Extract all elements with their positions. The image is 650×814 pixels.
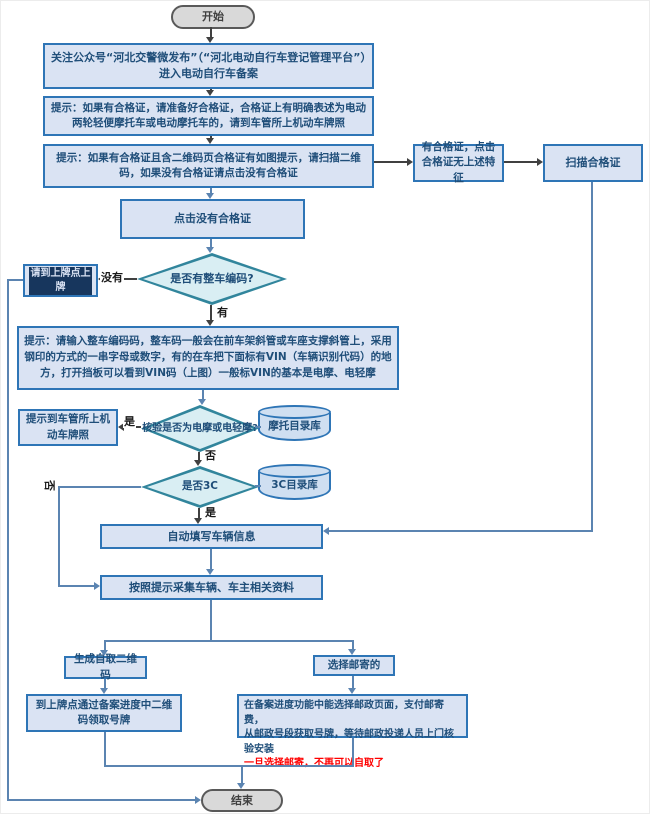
database-moto-catalog: 摩托目录库 (258, 405, 331, 441)
connector-line (374, 161, 407, 163)
arrowhead (206, 138, 214, 144)
database-3c-catalog-label: 3C目录库 (271, 479, 318, 491)
decision-has-vin: 是否有整车编码? (137, 253, 287, 305)
note-vin-tip: 提示：请输入整车编码码，整车码一般会在前车架斜管或车座支撑斜管上，采用钢印的方式… (17, 326, 399, 390)
arrowhead (94, 582, 100, 590)
edge-label-yes-3c: 是 (205, 506, 216, 519)
connector-line (255, 426, 261, 428)
connector-line (104, 641, 106, 651)
step-collect-info: 按照提示采集车辆、车主相关资料 (100, 575, 323, 600)
connector-line (255, 485, 261, 487)
decision-check-moto-label: 核验是否为电摩或电轻摩? (142, 423, 258, 434)
end-node: 结束 (201, 789, 283, 812)
mail-note-line1: 在备案进度功能中能选择邮政页面，支付邮寄费， (244, 700, 444, 726)
connector-line (329, 530, 592, 532)
connector-line (198, 508, 200, 518)
connector-line (210, 136, 212, 139)
connector-line (7, 279, 9, 801)
start-node: 开始 (171, 5, 255, 29)
connector-line (352, 641, 354, 650)
arrowhead (100, 688, 108, 694)
connector-line (58, 585, 94, 587)
arrowhead (206, 37, 214, 43)
connector-line (352, 676, 354, 689)
connector-line (104, 640, 354, 642)
connector-line (352, 738, 354, 767)
connector-line (210, 27, 212, 38)
decision-has-vin-label: 是否有整车编码? (170, 271, 254, 285)
step-plate-point: 请到上牌点上牌 (23, 264, 98, 297)
arrowhead (206, 569, 214, 575)
arrowhead (323, 527, 329, 535)
step-click-no-cert: 点击没有合格证 (120, 199, 305, 239)
arrowhead (198, 399, 206, 405)
connector-line (104, 765, 354, 767)
note-cert-tip: 提示：如果有合格证，请准备好合格证，合格证上有明确表述为电动两轮轻便摩托车或电动… (43, 96, 374, 136)
edge-label-no-3c: 否 (43, 480, 56, 491)
connector-line (210, 600, 212, 641)
edge-label-not-moto: 否 (205, 449, 216, 462)
connector-line (210, 305, 212, 320)
note-qr-tip: 提示：如果有合格证且含二维码页合格证有如图提示，请扫描二维码，如果没有合格证请点… (43, 144, 374, 188)
connector-line (58, 486, 60, 587)
step-choose-mail: 选择邮寄的 (313, 655, 395, 676)
arrowhead (206, 247, 214, 253)
arrowhead (537, 158, 543, 166)
arrowhead (206, 90, 214, 96)
step-autofill-vehicle-info: 自动填写车辆信息 (100, 524, 323, 549)
step-pickup-plate: 到上牌点通过备案进度中二维码领取号牌 (26, 694, 182, 732)
arrowhead (206, 193, 214, 199)
arrowhead (100, 650, 108, 656)
database-3c-catalog: 3C目录库 (258, 464, 331, 500)
connector-line (59, 486, 141, 488)
note-dmv-tip: 提示到车管所上机动车牌照 (18, 409, 118, 446)
connector-line (198, 452, 200, 460)
connector-line (7, 799, 195, 801)
step-scan-cert: 扫描合格证 (543, 144, 643, 182)
edge-label-yes-moto: 是 (123, 415, 136, 428)
step-has-cert-no-feature: 有合格证，点击合格证无上述特征 (413, 141, 504, 184)
arrowhead (348, 649, 356, 655)
connector-line (104, 679, 106, 689)
arrowhead (237, 783, 245, 789)
arrowhead (194, 460, 202, 466)
connector-line (210, 549, 212, 570)
step-follow-account: 关注公众号“河北交警微发布”（“河北电动自行车登记管理平台”）进入电动自行车备案 (43, 43, 374, 89)
connector-line (504, 161, 537, 163)
connector-line (210, 239, 212, 247)
connector-line (241, 767, 243, 784)
edge-label-no-vin: 没有 (100, 271, 124, 284)
database-moto-catalog-label: 摩托目录库 (268, 420, 321, 432)
note-mail-detail: 在备案进度功能中能选择邮政页面，支付邮寄费， 从邮政号段获取号牌，等待邮政投递人… (237, 694, 468, 769)
mail-note-line2: 从邮政号段获取号牌，等待邮政投递人员上门核验安装 (244, 729, 454, 755)
connector-line (104, 732, 106, 767)
plate-point-label: 请到上牌点上牌 (29, 266, 92, 295)
decision-is-3c: 是否3C (141, 466, 259, 508)
edge-label-have-vin: 有 (217, 306, 228, 319)
connector-line (202, 390, 204, 399)
connector-line (210, 188, 212, 193)
arrowhead (118, 423, 124, 431)
arrowhead (348, 688, 356, 694)
arrowhead (195, 796, 201, 804)
connector-line (591, 182, 593, 532)
arrowhead (194, 518, 202, 524)
connector-line (7, 279, 23, 281)
decision-check-moto: 核验是否为电摩或电轻摩? (141, 405, 259, 452)
step-self-pickup-qr: 生成自取二维码 (64, 653, 147, 681)
arrowhead (206, 320, 214, 326)
mail-note-warning: 一旦选择邮寄，不再可以自取了 (244, 758, 384, 769)
decision-is-3c-label: 是否3C (181, 480, 218, 493)
arrowhead (407, 158, 413, 166)
